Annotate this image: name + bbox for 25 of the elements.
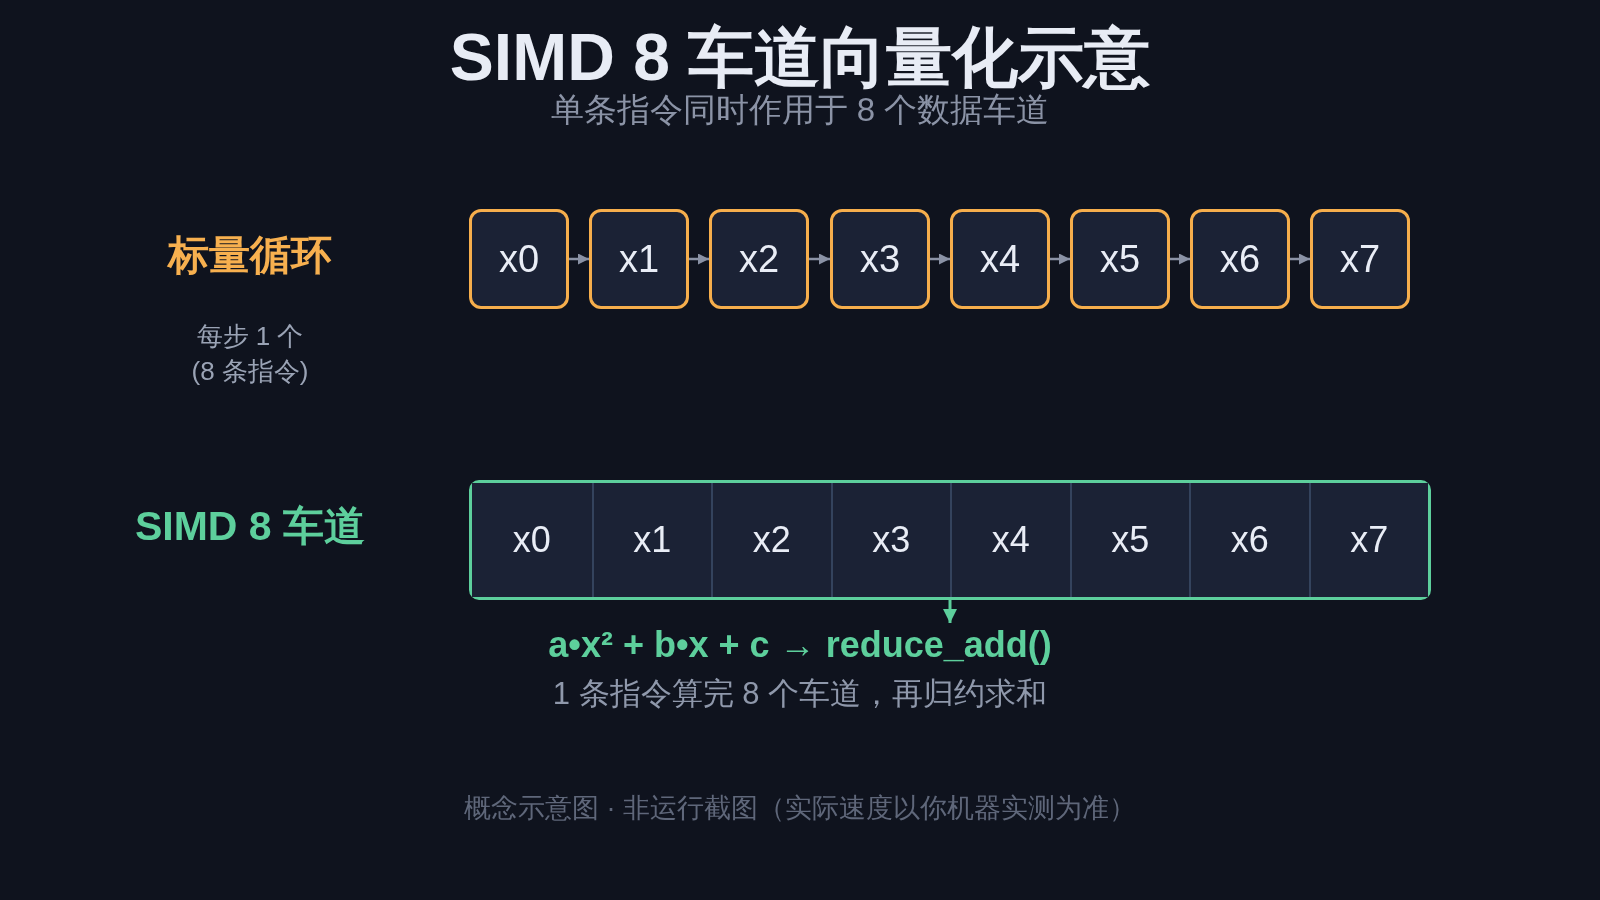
value-box: x6	[1190, 209, 1290, 309]
lane-band	[469, 480, 1431, 600]
value-box: x0	[469, 209, 569, 309]
row-label: SIMD 8 车道	[134, 502, 366, 552]
arrow	[809, 253, 830, 265]
arrow	[1170, 253, 1190, 265]
row-note: 每步 1 个 (8 条指令)	[190, 319, 310, 388]
arrow	[1050, 253, 1070, 265]
subtitle: 单条指令同时作用于 8 个数据车道	[550, 90, 1050, 130]
arrow	[1290, 253, 1310, 265]
value-box: x7	[1310, 209, 1410, 309]
row-label: 标量循环	[168, 231, 332, 281]
value-box: x5	[1070, 209, 1170, 309]
formula: a•x² + b•x + c → reduce_add()	[548, 623, 1052, 667]
arrow	[930, 253, 950, 265]
value-box: x1	[589, 209, 689, 309]
value-box: x2	[709, 209, 809, 309]
footnote: 概念示意图 · 非运行截图（实际速度以你机器实测为准）	[464, 791, 1136, 825]
value-box: x4	[950, 209, 1050, 309]
arrow	[943, 600, 957, 623]
arrow	[689, 253, 709, 265]
arrow	[569, 253, 589, 265]
lane-cell: x7	[1308, 483, 1428, 597]
note: 1 条指令算完 8 个车道，再归约求和	[552, 675, 1048, 713]
value-box: x3	[830, 209, 930, 309]
